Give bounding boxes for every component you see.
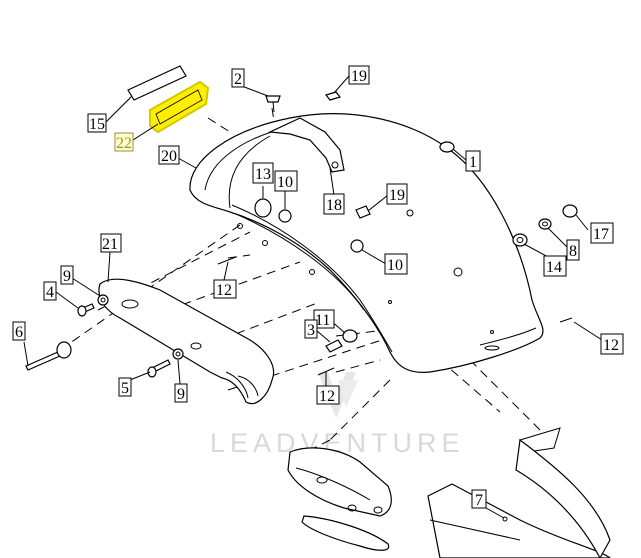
svg-text:19: 19	[351, 68, 367, 85]
svg-text:21: 21	[102, 236, 118, 253]
callout-10-lower: 10	[384, 253, 408, 275]
svg-text:8: 8	[569, 243, 577, 260]
svg-text:12: 12	[216, 282, 232, 299]
svg-text:15: 15	[89, 116, 105, 133]
callout-10-upper: 10	[274, 170, 298, 192]
callout-11: 11	[313, 309, 335, 329]
svg-text:20: 20	[161, 148, 177, 165]
svg-text:18: 18	[326, 197, 342, 214]
svg-text:19: 19	[389, 187, 405, 204]
svg-text:4: 4	[46, 284, 54, 301]
callout-18: 18	[323, 193, 345, 215]
callout-15: 15	[87, 113, 107, 133]
svg-text:1: 1	[469, 154, 477, 171]
svg-text:10: 10	[387, 257, 403, 274]
svg-text:12: 12	[319, 388, 335, 405]
callout-2: 2	[231, 68, 245, 88]
callout-1: 1	[465, 150, 481, 172]
svg-text:5: 5	[121, 380, 129, 397]
callout-22: 22	[114, 132, 134, 152]
svg-text:22: 22	[116, 135, 132, 152]
svg-text:12: 12	[603, 337, 619, 354]
bracket-hardware	[25, 294, 184, 378]
callout-12-lower: 12	[316, 385, 340, 405]
highlighted-pad-part	[149, 80, 210, 134]
svg-text:10: 10	[277, 174, 293, 191]
svg-text:7: 7	[475, 492, 483, 509]
svg-text:6: 6	[15, 324, 23, 341]
svg-text:9: 9	[177, 386, 185, 403]
callout-7: 7	[471, 489, 487, 509]
callout-9-lower: 9	[174, 383, 188, 403]
callout-3: 3	[304, 319, 318, 339]
callouts: 15 22 20 2 19 1 13	[12, 65, 624, 509]
fender-hardware	[217, 91, 578, 376]
svg-text:13: 13	[255, 166, 271, 183]
callout-14: 14	[543, 255, 567, 277]
callout-8: 8	[566, 239, 580, 261]
callout-12-left: 12	[213, 279, 237, 299]
svg-text:9: 9	[63, 268, 71, 285]
callout-9-upper: 9	[60, 265, 74, 285]
callout-21: 21	[100, 233, 122, 253]
rear-fender	[189, 113, 544, 373]
svg-text:2: 2	[234, 71, 242, 88]
svg-text:14: 14	[546, 259, 562, 276]
callout-12-right: 12	[600, 333, 624, 355]
callout-13: 13	[252, 162, 274, 184]
svg-text:11: 11	[315, 312, 330, 329]
callout-20: 20	[158, 145, 180, 165]
svg-text:17: 17	[593, 226, 609, 243]
callout-19-mid: 19	[386, 183, 408, 205]
svg-text:3: 3	[307, 322, 315, 339]
callout-17: 17	[590, 222, 614, 244]
callout-4: 4	[43, 281, 57, 301]
support-bracket	[98, 278, 275, 405]
callout-19-top: 19	[348, 65, 370, 85]
callout-5: 5	[118, 377, 132, 397]
callout-6: 6	[12, 321, 26, 341]
